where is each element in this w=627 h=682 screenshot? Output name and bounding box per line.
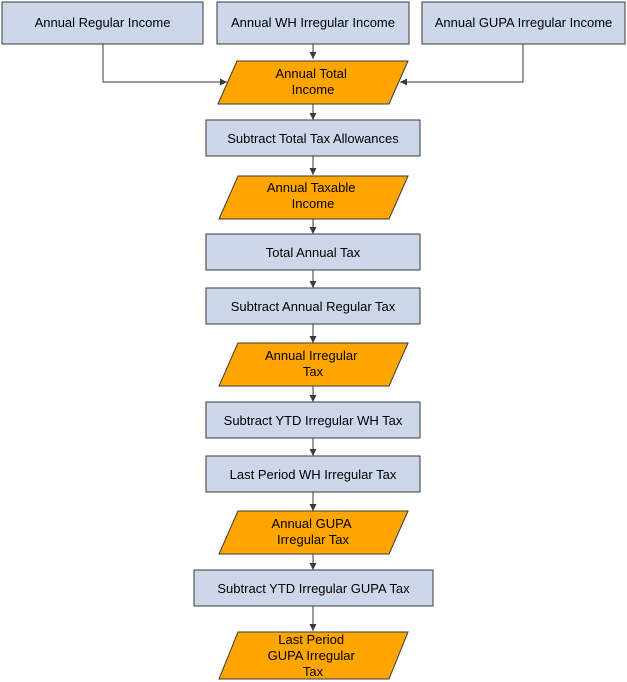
edge-regular-to-total xyxy=(102,44,227,86)
label-annual-irregular-tax-line-2: Tax xyxy=(303,364,324,379)
label-annual-gupa-irregular-tax-line-2: Irregular Tax xyxy=(277,532,350,547)
label-annual-taxable-income-line-1: Annual Taxable xyxy=(267,180,356,195)
process-subtract-ytd-irregular-wh-tax: Subtract YTD Irregular WH Tax xyxy=(205,401,421,439)
svg-text:Annual Total Income: Annual Total Income xyxy=(276,66,351,97)
label-annual-irregular-tax-line-1: Annual Irregular xyxy=(265,348,358,363)
svg-text:Annual Taxable Income: Annual Taxable Income xyxy=(267,180,359,211)
label-last-period-gupa-irregular-tax-line-3: Tax xyxy=(303,664,324,679)
data-annual-irregular-tax: Annual Irregular Tax xyxy=(218,342,409,387)
process-total-annual-tax: Total Annual Tax xyxy=(205,233,421,271)
svg-text:Annual GUPA Irregular Ta: Annual GUPA Irregular Tax xyxy=(272,516,355,547)
svg-text:Annual Irregular Tax: Annual Irregular Tax xyxy=(265,348,361,379)
label-subtract-ytd-irregular-wh-tax: Subtract YTD Irregular WH Tax xyxy=(224,413,403,428)
label-annual-regular-income: Annual Regular Income xyxy=(35,15,171,30)
data-last-period-gupa-irregular-tax: Last Period GUPA Irregular Tax xyxy=(218,631,409,680)
label-last-period-wh-irregular-tax: Last Period WH Irregular Tax xyxy=(230,467,397,482)
process-annual-wh-irregular-income: Annual WH Irregular Income xyxy=(216,1,410,45)
label-annual-total-income-line-2: Income xyxy=(292,82,335,97)
process-subtract-ytd-irregular-gupa-tax: Subtract YTD Irregular GUPA Tax xyxy=(193,569,434,607)
label-total-annual-tax: Total Annual Tax xyxy=(266,245,361,260)
label-annual-gupa-irregular-income: Annual GUPA Irregular Income xyxy=(435,15,613,30)
label-subtract-ytd-irregular-gupa-tax: Subtract YTD Irregular GUPA Tax xyxy=(217,581,410,596)
data-annual-total-income: Annual Total Income xyxy=(217,60,409,105)
label-last-period-gupa-irregular-tax-line-2: GUPA Irregular xyxy=(268,648,356,663)
process-last-period-wh-irregular-tax: Last Period WH Irregular Tax xyxy=(205,455,421,493)
label-subtract-annual-regular-tax: Subtract Annual Regular Tax xyxy=(231,299,396,314)
label-annual-taxable-income-line-2: Income xyxy=(292,196,335,211)
svg-text:Last Period GUPA Irregul: Last Period GUPA Irregular Tax xyxy=(268,632,359,679)
process-annual-regular-income: Annual Regular Income xyxy=(1,1,204,45)
process-subtract-annual-regular-tax: Subtract Annual Regular Tax xyxy=(205,287,421,325)
data-annual-gupa-irregular-tax: Annual GUPA Irregular Tax xyxy=(218,510,409,555)
process-annual-gupa-irregular-income: Annual GUPA Irregular Income xyxy=(421,1,626,45)
label-annual-total-income-line-1: Annual Total xyxy=(276,66,347,81)
edge-gupa-to-total xyxy=(400,44,524,86)
label-annual-wh-irregular-income: Annual WH Irregular Income xyxy=(231,15,395,30)
data-annual-taxable-income: Annual Taxable Income xyxy=(218,175,409,220)
label-annual-gupa-irregular-tax-line-1: Annual GUPA xyxy=(272,516,352,531)
process-subtract-total-tax-allowances: Subtract Total Tax Allowances xyxy=(205,119,421,157)
label-last-period-gupa-irregular-tax-line-1: Last Period xyxy=(278,632,344,647)
label-subtract-total-tax-allowances: Subtract Total Tax Allowances xyxy=(227,131,399,146)
